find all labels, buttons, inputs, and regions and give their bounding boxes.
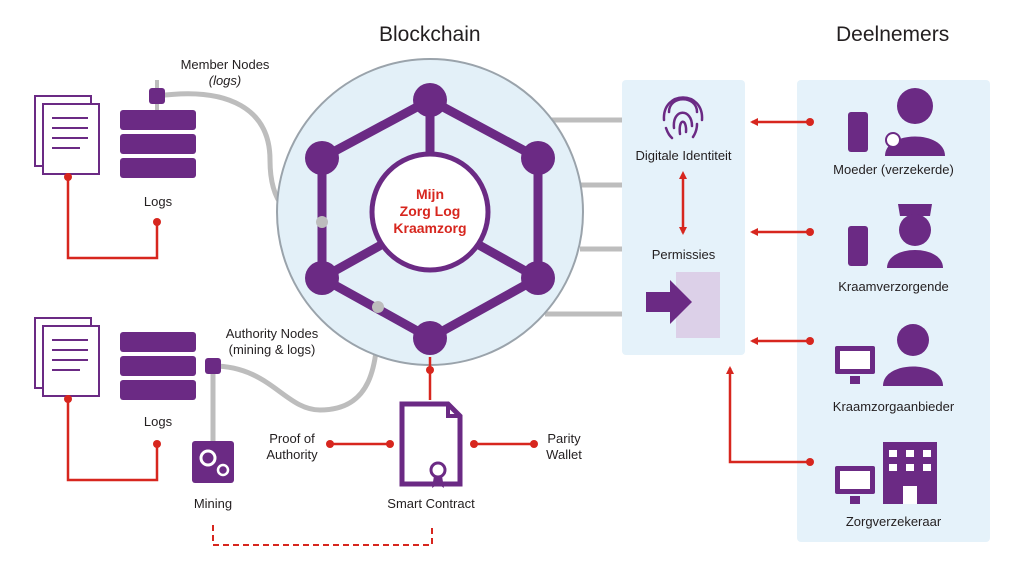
participant-arrows (726, 118, 810, 464)
hub-title-line: Kraamzorg (393, 220, 467, 236)
member-node-connector (149, 80, 165, 110)
logs-dot (153, 440, 161, 448)
mining-contract-link (212, 525, 433, 546)
logs-dot (64, 173, 72, 181)
authority-nodes-title: Authority Nodes (225, 326, 319, 341)
proof-line: Proof of (269, 431, 315, 446)
logs-link-bottom (66, 399, 159, 482)
parity-line: Wallet (546, 447, 582, 462)
server-icon-bottom (120, 332, 196, 400)
insurer-computer-icon (835, 442, 937, 504)
member-nodes-subtitle: (logs) (208, 73, 242, 88)
hub-title-line: Zorg Log (399, 203, 461, 219)
member-nodes-label: Member Nodes (logs) (170, 57, 280, 89)
hub-connectors (545, 117, 622, 317)
contract-icon (399, 401, 463, 488)
contract-dot (426, 366, 434, 374)
enter-permission-icon (646, 272, 720, 338)
authority-link-dot (372, 301, 384, 313)
member-link-dot (316, 216, 328, 228)
authority-nodes-label: Authority Nodes (mining & logs) (212, 326, 332, 358)
proof-line: Authority (266, 447, 318, 462)
participants-panel (797, 80, 990, 542)
mining-label: Mining (193, 496, 233, 511)
participants-header: Deelnemers (836, 23, 950, 46)
proof-of-authority-label: Proof of Authority (256, 431, 328, 463)
hub-nodes (305, 83, 555, 355)
digital-identity-label: Digitale Identiteit (635, 148, 732, 163)
fingerprint-icon (662, 96, 704, 140)
server-icon-top (120, 110, 196, 178)
logs-dot (153, 218, 161, 226)
logs-label-bottom: Logs (143, 414, 173, 429)
authority-nodes-subtitle: (mining & logs) (228, 342, 316, 357)
parity-line: Parity (547, 431, 581, 446)
logs-dot (64, 395, 72, 403)
permissions-label: Permissies (651, 247, 716, 262)
documents-icon-top (34, 95, 100, 175)
nurse-phone-icon (848, 204, 943, 268)
gears-icon (192, 441, 234, 483)
smart-contract-label: Smart Contract (387, 496, 475, 511)
participant-label: Kraamzorgaanbieder (832, 399, 955, 414)
blockchain-header: Blockchain (379, 23, 481, 46)
hub-title: Mijn Zorg Log Kraamzorg (376, 186, 484, 237)
authority-node-connector (205, 358, 221, 374)
logs-link-top (66, 177, 159, 260)
documents-icon-bottom (34, 317, 100, 397)
hub-center (369, 151, 491, 273)
participant-dots (806, 118, 814, 466)
logs-label-top: Logs (143, 194, 173, 209)
parity-wallet-label: Parity Wallet (536, 431, 592, 463)
member-nodes-title: Member Nodes (180, 57, 270, 72)
contract-dots (326, 440, 538, 448)
hub-title-line: Mijn (416, 186, 444, 202)
participant-label: Zorgverzekeraar (845, 514, 942, 529)
participant-label: Kraamverzorgende (838, 279, 949, 294)
mother-phone-icon (848, 88, 945, 156)
participant-label: Moeder (verzekerde) (833, 162, 954, 177)
provider-computer-icon (835, 324, 943, 386)
